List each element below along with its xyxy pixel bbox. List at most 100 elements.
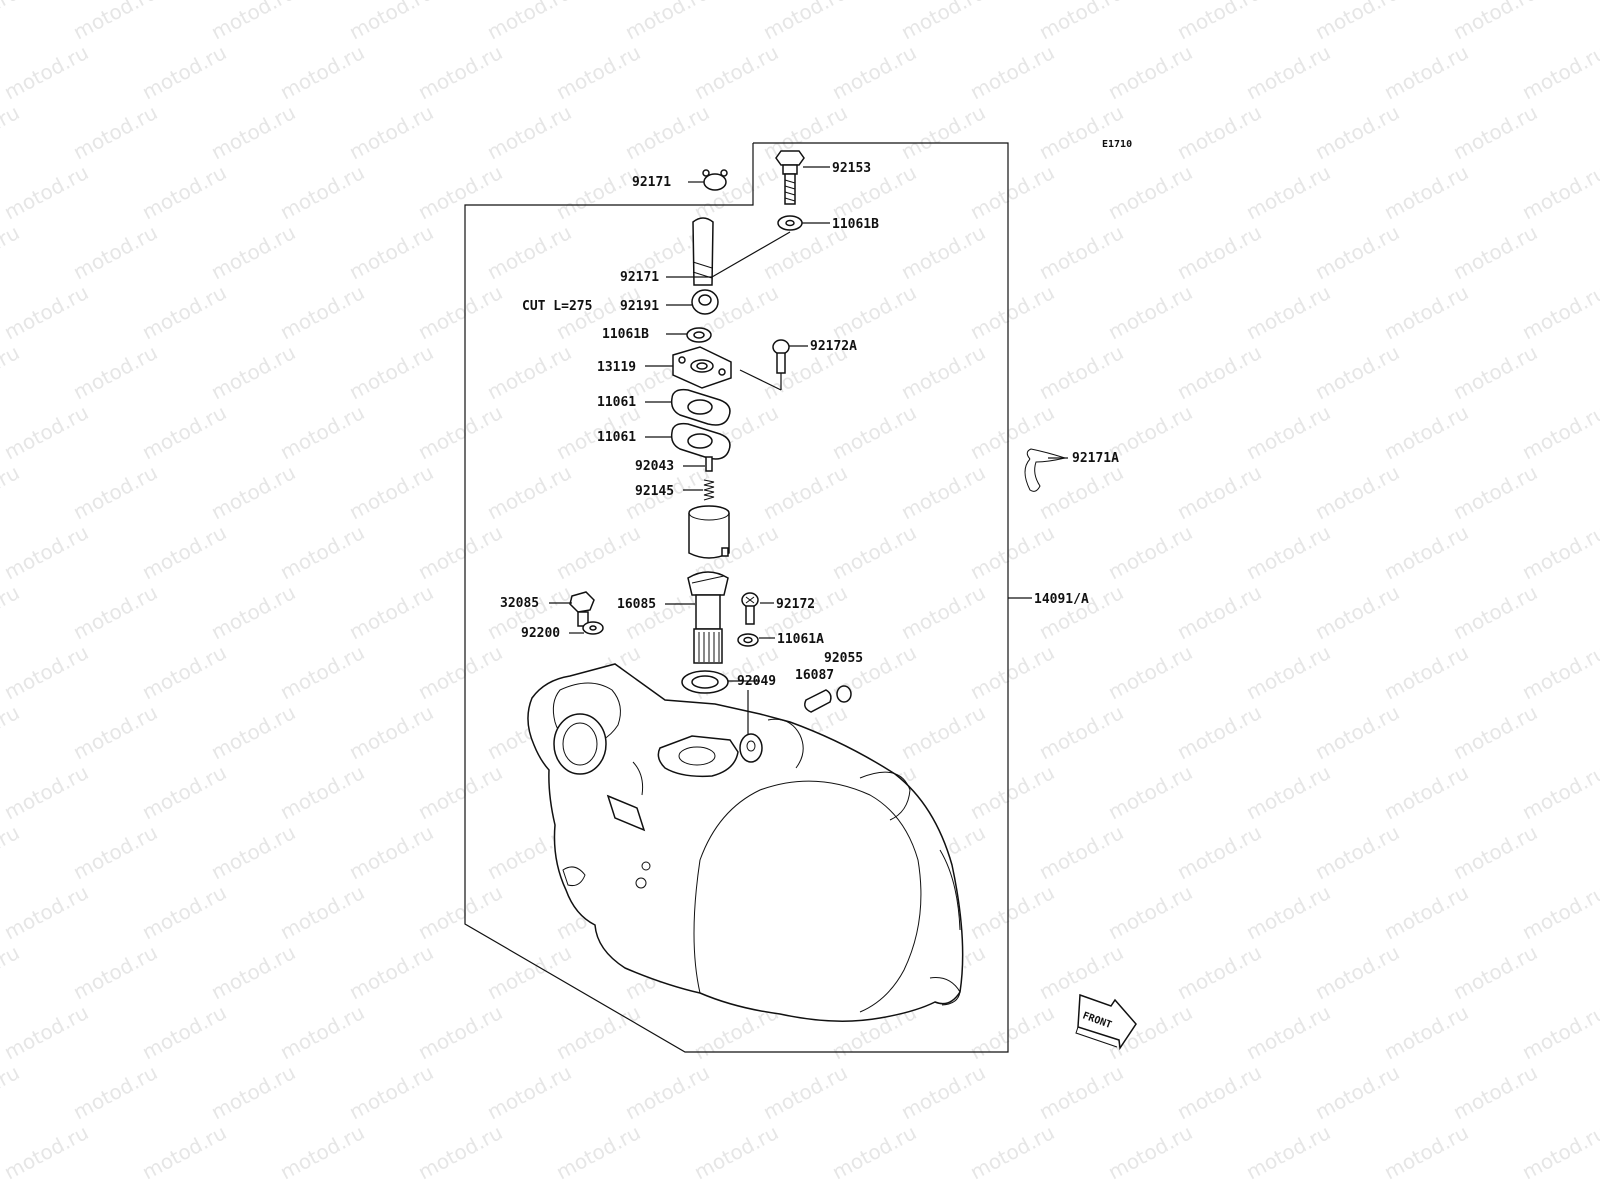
label-92171-mid: 92171 [620, 270, 659, 285]
watermark-text: motod.ru [1173, 940, 1265, 1004]
label-16087: 16087 [795, 668, 834, 683]
watermark-text: motod.ru [1173, 460, 1265, 524]
watermark-text: motod.ru [483, 340, 575, 404]
watermark-text: motod.ru [1518, 880, 1600, 944]
watermark-text: motod.ru [1449, 340, 1541, 404]
watermark-text: motod.ru [69, 220, 161, 284]
watermark-text: motod.ru [1311, 580, 1403, 644]
watermark-text: motod.ru [1518, 40, 1600, 104]
label-92171-top: 92171 [632, 175, 671, 190]
watermark-text: motod.ru [345, 220, 437, 284]
clamp-part-top [702, 169, 728, 191]
watermark-text: motod.ru [0, 160, 92, 224]
label-92049: 92049 [737, 674, 776, 689]
watermark-text: motod.ru [207, 580, 299, 644]
watermark-text: motod.ru [207, 460, 299, 524]
label-92145: 92145 [635, 484, 674, 499]
watermark-text: motod.ru [207, 820, 299, 884]
watermark-text: motod.ru [1449, 820, 1541, 884]
watermark-text: motod.ru [138, 640, 230, 704]
label-11061-a: 11061 [597, 395, 636, 410]
watermark-text: motod.ru [138, 760, 230, 824]
watermark-text: motod.ru [69, 340, 161, 404]
watermark-text: motod.ru [1104, 760, 1196, 824]
watermark-text: motod.ru [1449, 0, 1541, 44]
pin-part [705, 456, 713, 472]
watermark-text: motod.ru [828, 40, 920, 104]
dowel-part [804, 689, 832, 713]
watermark-text: motod.ru [1173, 100, 1265, 164]
watermark-text: motod.ru [345, 1060, 437, 1124]
watermark-text: motod.ru [1104, 160, 1196, 224]
watermark-text: motod.ru [828, 1120, 920, 1184]
watermark-text: motod.ru [276, 400, 368, 464]
watermark-text: motod.ru [1311, 100, 1403, 164]
watermark-text: motod.ru [69, 1060, 161, 1124]
watermark-text: motod.ru [1380, 520, 1472, 584]
watermark-text: motod.ru [414, 520, 506, 584]
watermark-text: motod.ru [414, 1000, 506, 1064]
watermark-text: motod.ru [207, 1060, 299, 1124]
watermark-text: motod.ru [1173, 580, 1265, 644]
watermark-text: motod.ru [345, 100, 437, 164]
watermark-text: motod.ru [1104, 280, 1196, 344]
watermark-text: motod.ru [966, 520, 1058, 584]
watermark-text: motod.ru [1380, 640, 1472, 704]
watermark-text: motod.ru [207, 700, 299, 764]
watermark-text: motod.ru [897, 700, 989, 764]
oil-hose-part [692, 217, 714, 286]
watermark-text: motod.ru [966, 640, 1058, 704]
watermark-text: motod.ru [207, 220, 299, 284]
watermark-text: motod.ru [414, 760, 506, 824]
watermark-text: motod.ru [966, 40, 1058, 104]
watermark-text: motod.ru [1242, 40, 1334, 104]
watermark-text: motod.ru [1311, 220, 1403, 284]
watermark-text: motod.ru [1518, 1000, 1600, 1064]
watermark-text: motod.ru [69, 580, 161, 644]
pump-cylinder-part [688, 505, 730, 559]
breather-bolt-part [569, 591, 595, 627]
watermark-text: motod.ru [0, 880, 92, 944]
watermark-text: motod.ru [1380, 1000, 1472, 1064]
watermark-text: motod.ru [483, 1060, 575, 1124]
washer-part-92200 [582, 621, 604, 635]
watermark-text: motod.ru [1035, 220, 1127, 284]
watermark-text: motod.ru [897, 340, 989, 404]
watermark-text: motod.ru [621, 100, 713, 164]
watermark-text: motod.ru [69, 700, 161, 764]
banjo-fitting-part [691, 289, 719, 315]
watermark-text: motod.ru [897, 460, 989, 524]
watermark-text: motod.ru [1518, 520, 1600, 584]
watermark-text: motod.ru [966, 400, 1058, 464]
watermark-text: motod.ru [1311, 1060, 1403, 1124]
label-11061-b: 11061 [597, 430, 636, 445]
watermark-text: motod.ru [0, 760, 92, 824]
watermark-text: motod.ru [1242, 880, 1334, 944]
watermark-text: motod.ru [0, 340, 23, 404]
watermark-text: motod.ru [207, 100, 299, 164]
watermark-text: motod.ru [276, 880, 368, 944]
watermark-text: motod.ru [1242, 640, 1334, 704]
watermark-text: motod.ru [897, 100, 989, 164]
watermark-text: motod.ru [1311, 700, 1403, 764]
watermark-text: motod.ru [1380, 160, 1472, 224]
watermark-text: motod.ru [1518, 160, 1600, 224]
watermark-text: motod.ru [69, 0, 161, 44]
label-92171a: 92171A [1072, 451, 1119, 466]
watermark-text: motod.ru [1449, 100, 1541, 164]
watermark-text: motod.ru [414, 1120, 506, 1184]
watermark-text: motod.ru [207, 0, 299, 44]
watermark-text: motod.ru [966, 760, 1058, 824]
watermark-text: motod.ru [276, 160, 368, 224]
watermark-text: motod.ru [0, 520, 92, 584]
label-13119: 13119 [597, 360, 636, 375]
label-92200: 92200 [521, 626, 560, 641]
watermark-text: motod.ru [138, 160, 230, 224]
watermark-text: motod.ru [1104, 1120, 1196, 1184]
watermark-text: motod.ru [1104, 880, 1196, 944]
watermark-text: motod.ru [1311, 820, 1403, 884]
watermark-text: motod.ru [1104, 40, 1196, 104]
watermark-text: motod.ru [552, 160, 644, 224]
watermark-text: motod.ru [1380, 1120, 1472, 1184]
watermark-text: motod.ru [414, 640, 506, 704]
